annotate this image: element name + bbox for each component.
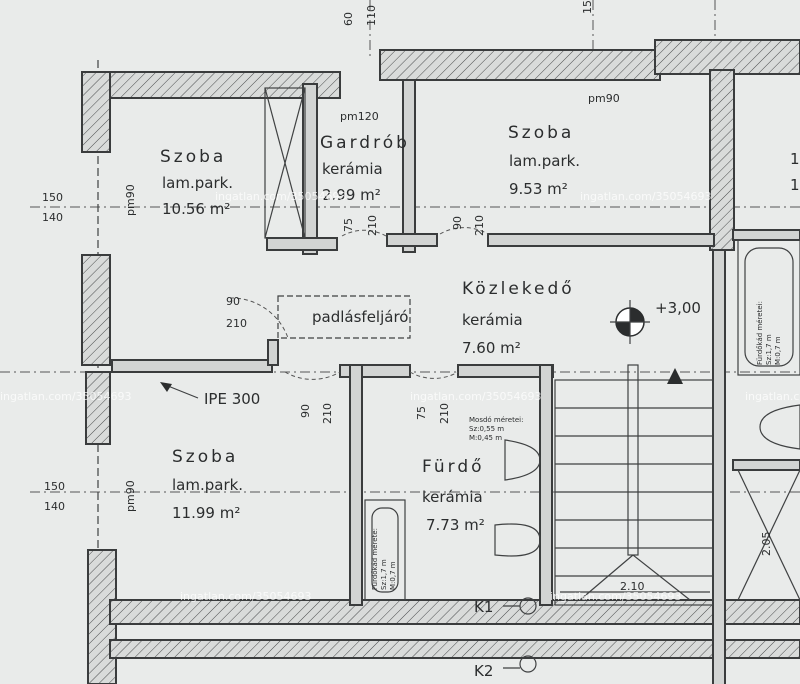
dim-left-140-b: 140: [44, 500, 65, 513]
sink-note-line: Sz:0,55 m: [469, 425, 504, 433]
dimension-labels: 60 110 15 150 140 150 140 90 210 75 210 …: [42, 0, 594, 513]
tub-note-line: Fürdőkád mérete:: [370, 528, 379, 590]
sink-note: Mosdó méretei: Sz:0,55 m M:0,45 m: [469, 416, 523, 442]
stair-direction-arrow: [667, 368, 683, 384]
room-floor: kerámia: [462, 311, 523, 329]
bathroom-fixtures: [364, 439, 541, 673]
room-furdo: Fürdő kerámia 7.73 m²: [422, 457, 485, 534]
watermark: ingatlan.com/35054693: [215, 190, 347, 203]
watermarks: ingatlan.com/35054693 ingatlan.com/35054…: [0, 190, 800, 603]
watermark: ingatlan.com/35054693: [410, 390, 542, 403]
tub-note-line: Fürdőkád méretei:: [755, 301, 764, 365]
room-name: Szoba: [160, 147, 226, 167]
dim-door-210-c: 210: [473, 215, 486, 236]
dim-left-140-a: 140: [42, 211, 63, 224]
attic-access-label: padlásfeljáró: [312, 308, 408, 326]
room-floor: lam.park.: [172, 476, 243, 494]
dim-door-210-e: 210: [438, 403, 451, 424]
dim-top-60: 60: [342, 12, 355, 26]
room-name: Szoba: [172, 447, 238, 467]
room-height: pm120: [340, 110, 379, 123]
tub-note-line: M:0,7 m: [774, 336, 782, 365]
beam-arrowhead: [160, 382, 172, 392]
inner-walls: [111, 79, 800, 684]
right-dim-label: 2.05: [760, 532, 773, 557]
watermark: ingatlan.com/35054693: [180, 590, 312, 603]
room-name: Gardrób: [320, 133, 410, 153]
dim-door-210-d: 210: [321, 403, 334, 424]
tub-note-line: Sz:1,7 m: [380, 559, 388, 590]
room-height: pm90: [124, 184, 137, 216]
staircase: [554, 364, 714, 606]
room-floor: kerámia: [422, 488, 483, 506]
room-floor: lam.park.: [162, 174, 233, 192]
tub-note-line: Sz:1,7 m: [765, 334, 773, 365]
partial-right-label-1: 1: [790, 150, 800, 168]
tub-note-right: Fürdőkád méretei: Sz:1,7 m M:0,7 m: [755, 301, 782, 365]
watermark: ingatlan.com/35054693: [550, 590, 682, 603]
stair-width-label: 2.10: [620, 580, 645, 593]
dim-door-210-a: 210: [226, 317, 247, 330]
room-name: Szoba: [508, 123, 574, 143]
room-area: 7.73 m²: [426, 516, 485, 534]
room-floor: kerámia: [322, 160, 383, 178]
room-area: 9.53 m²: [509, 180, 568, 198]
door-swings: [229, 227, 489, 380]
k1-label: K1: [474, 598, 493, 616]
dim-door-210-b: 210: [366, 215, 379, 236]
dim-left-150-b: 150: [44, 480, 65, 493]
room-kozlekedo: Közlekedő kerámia 7.60 m²: [462, 279, 575, 357]
beam-label: IPE 300: [204, 390, 260, 408]
tub-note-left: Fürdőkád mérete: Sz:1,7 m M:0,7 m: [370, 528, 397, 590]
room-height: pm90: [124, 480, 137, 512]
room-szoba-2: pm90 Szoba lam.park. 9.53 m²: [508, 92, 620, 198]
level-marker: [610, 300, 650, 344]
attic-hatch: [277, 295, 411, 339]
dim-top-110: 110: [365, 5, 378, 26]
room-name: Fürdő: [422, 457, 485, 477]
dim-top-15: 15: [581, 0, 594, 14]
room-height: pm90: [588, 92, 620, 105]
watermark: ingatlan.com/35054693: [0, 390, 132, 403]
room-floor: lam.park.: [509, 152, 580, 170]
right-bath-fixtures: [737, 239, 800, 601]
watermark: ingatlan.com/35054693: [580, 190, 712, 203]
room-szoba-1: Szoba lam.park. 10.56 m² pm90: [124, 147, 233, 218]
room-area: 2.99 m²: [322, 186, 381, 204]
dim-left-150-a: 150: [42, 191, 63, 204]
level-label: +3,00: [655, 299, 701, 317]
dim-door-90-a: 90: [226, 295, 240, 308]
dim-door-75-a: 75: [342, 218, 355, 232]
room-name: Közlekedő: [462, 279, 575, 299]
wardrobe-cabinet: [264, 87, 306, 239]
room-area: 7.60 m²: [462, 339, 521, 357]
room-gardrob: pm120 Gardrób kerámia 2.99 m²: [320, 110, 410, 204]
sink-note-line: Mosdó méretei:: [469, 416, 523, 424]
room-area: 11.99 m²: [172, 504, 240, 522]
tub-note-line: M:0,7 m: [389, 561, 397, 590]
room-area: 10.56 m²: [162, 200, 230, 218]
k2-label: K2: [474, 662, 493, 680]
dim-door-90-b: 90: [451, 216, 464, 230]
sink-note-line: M:0,45 m: [469, 434, 502, 442]
outer-walls: [81, 39, 800, 684]
partial-right-label-2: 1: [790, 176, 800, 194]
dim-door-75-b: 75: [415, 406, 428, 420]
watermark: ingatlan.com/35054693: [745, 390, 800, 403]
room-szoba-3: Szoba lam.park. 11.99 m² pm90: [124, 447, 243, 522]
dim-door-90-c: 90: [299, 404, 312, 418]
